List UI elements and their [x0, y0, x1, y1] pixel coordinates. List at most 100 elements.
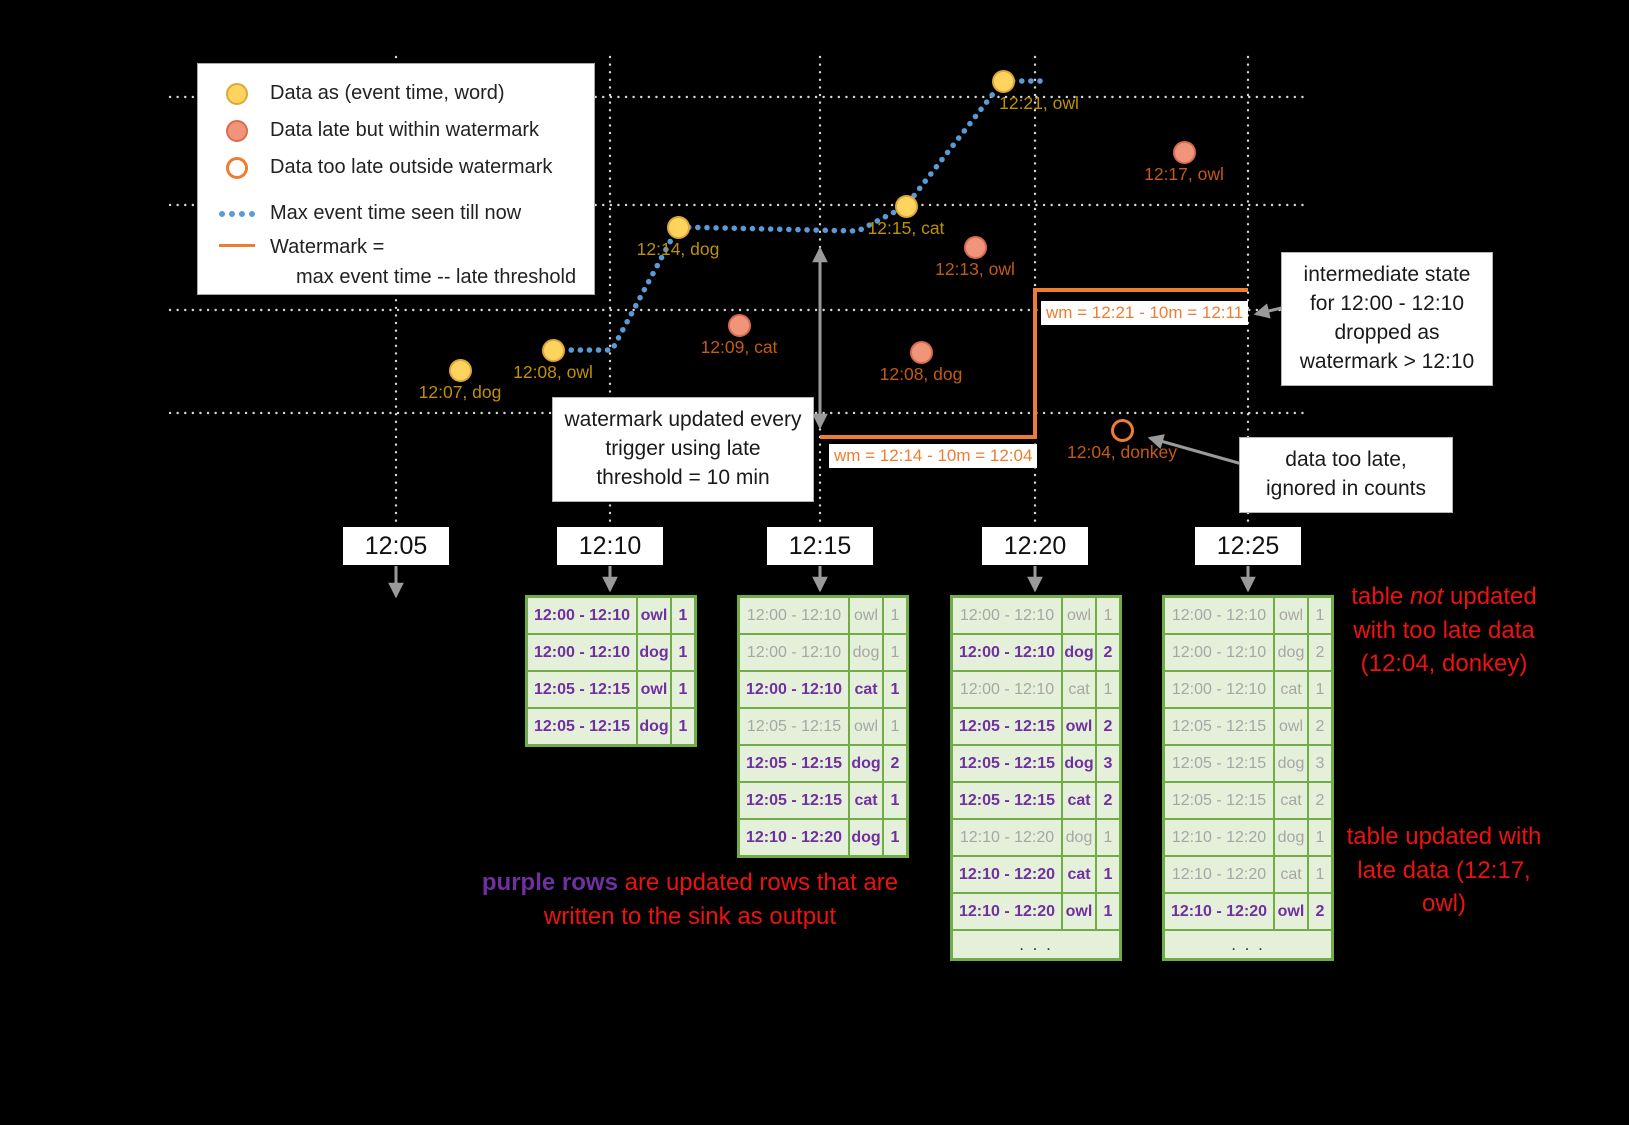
cell-word: owl — [1063, 894, 1095, 929]
cell-window: 12:10 - 12:20 — [953, 857, 1061, 892]
cell-word: dog — [1063, 820, 1095, 855]
cell-window: 12:10 - 12:20 — [1165, 820, 1273, 855]
cell-word: cat — [850, 783, 882, 818]
legend-label: Data too late outside watermark — [270, 156, 553, 178]
cell-word: owl — [1275, 709, 1307, 744]
cell-count: 1 — [884, 709, 906, 744]
cell-count: 1 — [884, 820, 906, 855]
watermark-step-line — [820, 288, 1248, 439]
too-late-note: data too late, ignored in counts — [1239, 437, 1453, 513]
legend-label: Max event time seen till now — [270, 202, 522, 224]
cell-word: dog — [1063, 746, 1095, 781]
cell-word: dog — [850, 635, 882, 670]
cell-count: 2 — [1097, 635, 1119, 670]
time-tick-12-05: 12:05 — [343, 527, 449, 565]
cell-count: 1 — [884, 783, 906, 818]
not-updated-note: table not updated with too late data (12… — [1351, 583, 1537, 678]
cell-count: 1 — [1097, 672, 1119, 707]
cell-count: 1 — [884, 672, 906, 707]
cell-word: cat — [1063, 783, 1095, 818]
cell-window: 12:05 - 12:15 — [953, 783, 1061, 818]
cell-window: 12:00 - 12:10 — [740, 635, 848, 670]
cell-word: owl — [638, 672, 670, 707]
late-dot-icon — [226, 119, 248, 142]
legend-label: Data late but within watermark — [270, 119, 540, 141]
cell-count: 1 — [1097, 894, 1119, 929]
cell-count: 1 — [884, 635, 906, 670]
cell-word: owl — [1063, 709, 1095, 744]
cell-count: 3 — [1309, 746, 1331, 781]
cell-window: 12:00 - 12:10 — [953, 635, 1061, 670]
cell-word: dog — [850, 746, 882, 781]
cell-window: 12:00 - 12:10 — [528, 635, 636, 670]
cell-word: owl — [638, 598, 670, 633]
trigger-note: watermark updated every trigger using la… — [552, 397, 814, 502]
ellipsis-row: . . . — [953, 931, 1119, 958]
max-event-time-line-icon — [219, 210, 255, 217]
watermark-value-label-1: wm = 12:14 - 10m = 12:04 — [829, 444, 1038, 468]
legend-item-late: Data late but within watermark — [218, 112, 578, 149]
cell-word: dog — [1275, 746, 1307, 781]
cell-window: 12:00 - 12:10 — [1165, 635, 1273, 670]
cell-window: 12:10 - 12:20 — [740, 820, 848, 855]
late-updated-note: table updated with late data (12:17, owl… — [1346, 823, 1542, 918]
cell-count: 1 — [1309, 598, 1331, 633]
cell-word: dog — [850, 820, 882, 855]
cell-count: 2 — [884, 746, 906, 781]
time-tick-12-20: 12:20 — [982, 527, 1088, 565]
cell-word: owl — [1275, 598, 1307, 633]
dropped-note: intermediate state for 12:00 - 12:10 dro… — [1281, 252, 1493, 386]
cell-word: cat — [850, 672, 882, 707]
legend-sublabel: max event time -- late threshold — [296, 266, 577, 288]
cell-count: 1 — [1309, 857, 1331, 892]
cell-count: 1 — [672, 672, 694, 707]
cell-count: 1 — [672, 598, 694, 633]
watermark-line-icon — [219, 244, 255, 247]
cell-word: owl — [850, 598, 882, 633]
cell-count: 1 — [1097, 598, 1119, 633]
cell-count: 1 — [1309, 820, 1331, 855]
cell-count: 1 — [1097, 820, 1119, 855]
cell-window: 12:00 - 12:10 — [1165, 672, 1273, 707]
gray-arrows — [388, 246, 1291, 599]
cell-count: 2 — [1309, 635, 1331, 670]
on-time-dot-icon — [226, 82, 248, 105]
cell-window: 12:00 - 12:10 — [953, 598, 1061, 633]
cell-window: 12:00 - 12:10 — [953, 672, 1061, 707]
cell-word: owl — [850, 709, 882, 744]
cell-word: dog — [1275, 820, 1307, 855]
cell-window: 12:10 - 12:20 — [953, 820, 1061, 855]
cell-count: 2 — [1309, 783, 1331, 818]
cell-count: 1 — [1097, 857, 1119, 892]
cell-count: 1 — [1309, 672, 1331, 707]
cell-window: 12:05 - 12:15 — [953, 709, 1061, 744]
cell-word: cat — [1275, 783, 1307, 818]
cell-word: cat — [1275, 857, 1307, 892]
